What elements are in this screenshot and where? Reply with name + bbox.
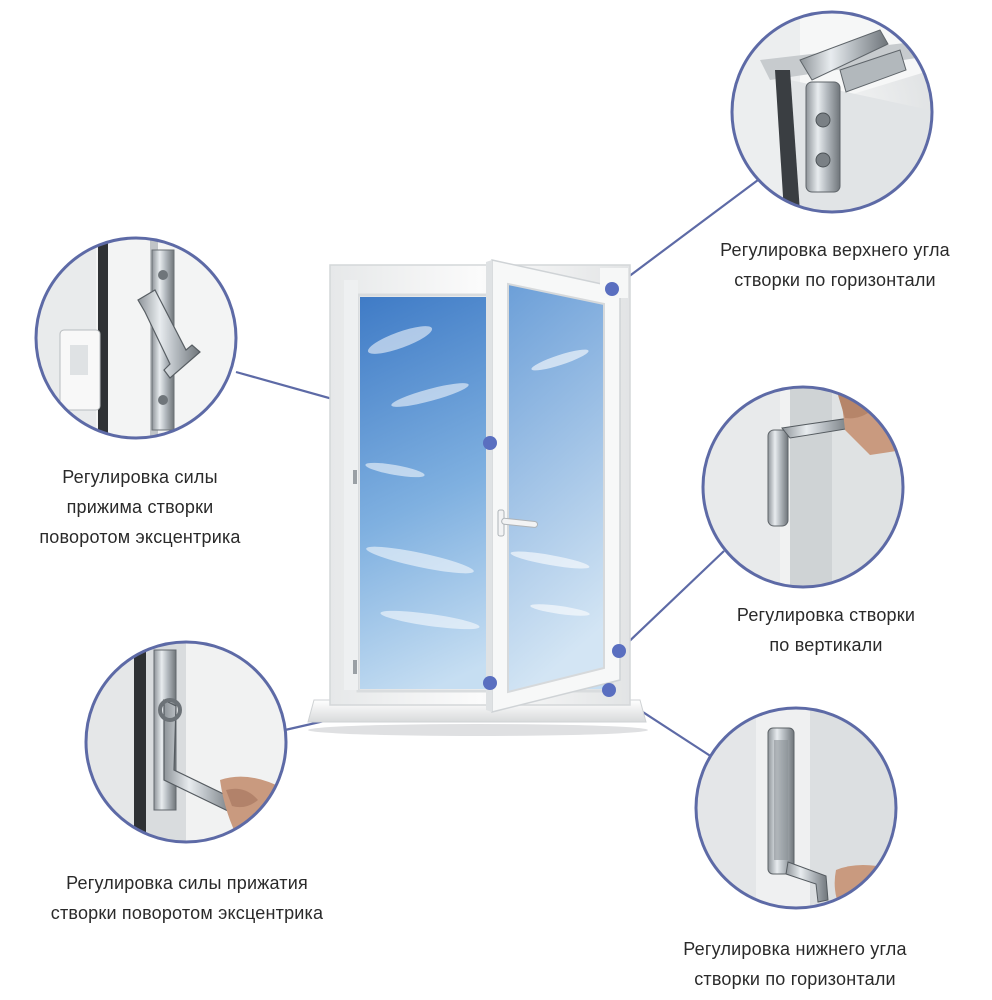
leader-line-vertical — [618, 550, 725, 652]
caption-bottom-corner: Регулировка нижнего угла створки по гори… — [650, 934, 940, 994]
bottom-hinge-detail — [694, 706, 898, 910]
upper-hinge-detail — [730, 10, 934, 214]
marker-dot-bottom-corner — [602, 683, 616, 697]
marker-dot-vertical — [612, 644, 626, 658]
caption-clamp-force-upper: Регулировка силы прижима створки поворот… — [0, 462, 280, 552]
caption-line: Регулировка нижнего угла — [683, 939, 907, 959]
marker-dot-clamp-upper — [483, 436, 497, 450]
caption-vertical: Регулировка створки по вертикали — [686, 600, 966, 660]
window-illustration — [307, 259, 648, 736]
leader-line-top-corner — [611, 179, 759, 290]
caption-line: створки по горизонтали — [734, 270, 936, 290]
caption-line: прижима створки — [66, 497, 214, 517]
hex-key-eccentric-detail — [84, 640, 288, 844]
marker-dot-clamp-lower — [483, 676, 497, 690]
marker-dots — [483, 282, 626, 697]
caption-top-corner: Регулировка верхнего угла створки по гор… — [690, 235, 980, 295]
caption-line: по вертикали — [769, 635, 883, 655]
caption-line: Регулировка створки — [736, 605, 916, 625]
caption-line: Регулировка силы — [62, 467, 218, 487]
caption-line: створки по горизонтали — [694, 969, 896, 989]
lower-hinge-hex-key-detail — [701, 385, 905, 589]
marker-dot-top-corner — [605, 282, 619, 296]
caption-line: поворотом эксцентрика — [39, 527, 241, 547]
caption-line: створки поворотом эксцентрика — [50, 903, 324, 923]
caption-clamp-force-lower: Регулировка силы прижатия створки поворо… — [22, 868, 352, 928]
caption-line: Регулировка верхнего угла — [720, 240, 950, 260]
eccentric-cam-detail — [34, 236, 238, 440]
caption-line: Регулировка силы прижатия — [66, 873, 308, 893]
